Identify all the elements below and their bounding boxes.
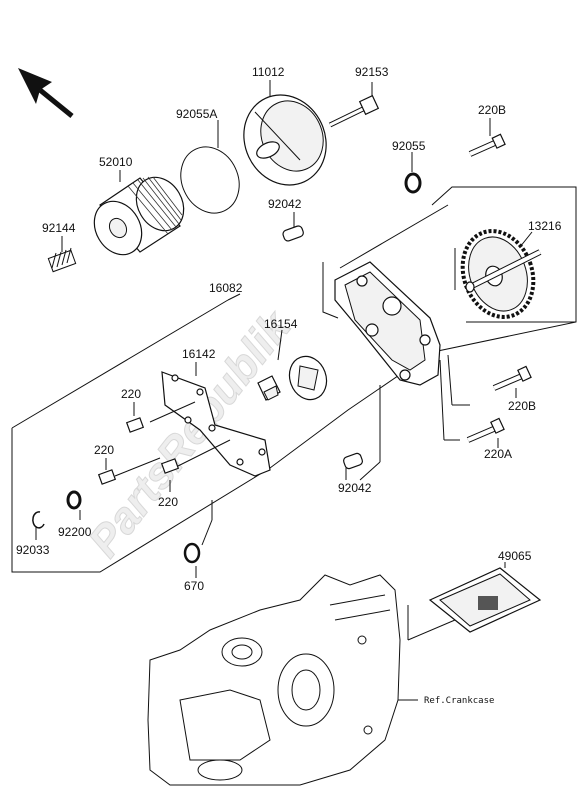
label-92042-top: 92042 <box>268 197 302 211</box>
screws-220 <box>97 401 231 485</box>
washer-92200 <box>66 490 82 510</box>
label-92042-bottom: 92042 <box>338 481 372 495</box>
label-16142: 16142 <box>182 347 216 361</box>
label-ref-crankcase: Ref.Crankcase <box>424 696 494 706</box>
oil-pump-assembly-frame <box>11 186 577 573</box>
label-16082: 16082 <box>209 281 243 295</box>
dowel-pin-bottom <box>343 452 363 470</box>
o-ring-670 <box>183 542 201 564</box>
label-92033: 92033 <box>16 543 50 557</box>
part-labels: 11012 92153 92055A 52010 92144 92055 220… <box>16 65 562 706</box>
spring <box>47 247 77 273</box>
label-670: 670 <box>184 579 204 593</box>
label-220b-mid: 220B <box>508 399 536 413</box>
pump-rotor <box>257 355 328 401</box>
oil-filter-cover <box>243 94 327 186</box>
label-11012: 11012 <box>252 65 285 79</box>
bolt-220b-top <box>468 133 506 157</box>
crankcase-outline <box>147 574 401 786</box>
bolt-220b-mid <box>492 365 532 391</box>
circlip-92033 <box>32 511 45 529</box>
label-220-b: 220 <box>94 443 114 457</box>
o-ring-92055a <box>180 146 240 214</box>
pump-gear <box>460 229 542 319</box>
label-92153: 92153 <box>355 65 389 79</box>
label-220b-top: 220B <box>478 103 506 117</box>
o-ring-92055 <box>404 172 422 194</box>
label-16154: 16154 <box>264 317 298 331</box>
dowel-pin-top <box>282 225 304 242</box>
pump-cover-plate <box>161 371 271 477</box>
bolt-92153 <box>328 94 380 128</box>
label-13216: 13216 <box>528 219 562 233</box>
label-220a: 220A <box>484 447 512 461</box>
label-92144: 92144 <box>42 221 76 235</box>
bolt-220a <box>466 417 505 443</box>
label-49065: 49065 <box>498 549 532 563</box>
front-direction-arrow-icon <box>18 68 74 118</box>
label-92055a: 92055A <box>176 107 217 121</box>
label-92200: 92200 <box>58 525 92 539</box>
label-220-a: 220 <box>121 387 141 401</box>
label-220-c: 220 <box>158 495 178 509</box>
oil-screen <box>428 567 542 633</box>
oil-filter <box>93 176 185 256</box>
label-92055: 92055 <box>392 139 426 153</box>
oil-pump-body <box>334 261 441 386</box>
label-52010: 52010 <box>99 155 133 169</box>
watermark: PartsRepublik <box>79 301 301 566</box>
